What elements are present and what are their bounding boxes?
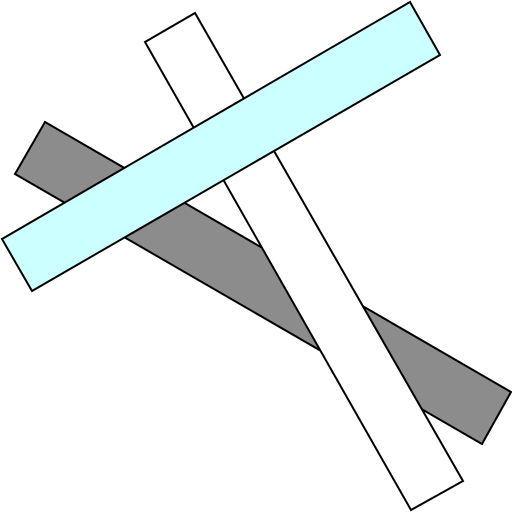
cyan-stick <box>0 0 442 293</box>
